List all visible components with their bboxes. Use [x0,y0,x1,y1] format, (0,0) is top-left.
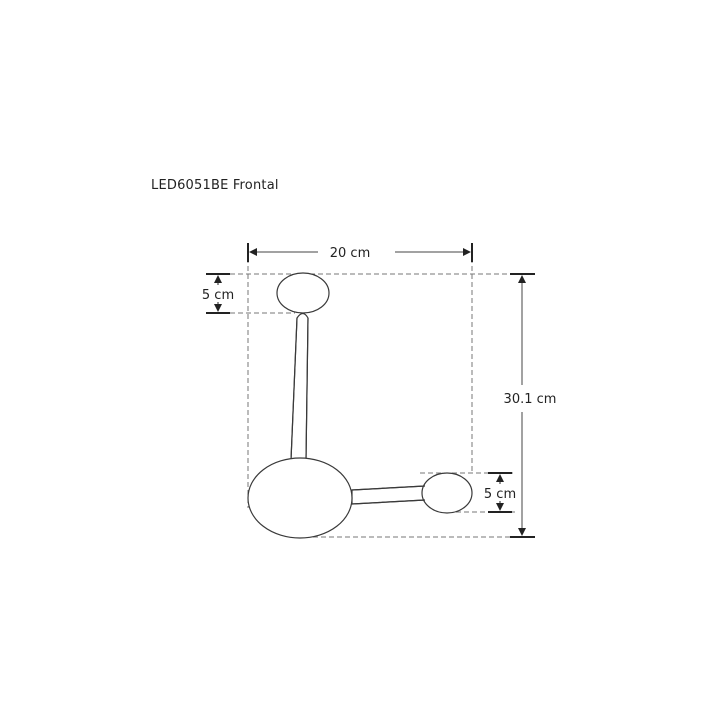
lamp-outline [247,272,473,539]
main-globe [247,457,353,539]
width-label: 20 cm [330,246,371,261]
horizontal-arm [351,485,430,505]
side-globe-dimension: 5 cm [484,472,516,513]
height-label: 30.1 cm [504,392,557,407]
height-dimension: 30.1 cm [504,273,557,538]
top-globe-label: 5 cm [202,288,234,303]
side-globe-label: 5 cm [484,487,516,502]
top-globe [276,272,330,314]
top-globe-dimension: 5 cm [202,273,234,314]
width-dimension: 20 cm [247,243,473,262]
side-globe [421,472,473,514]
diagram-title: LED6051BE Frontal [151,178,279,193]
